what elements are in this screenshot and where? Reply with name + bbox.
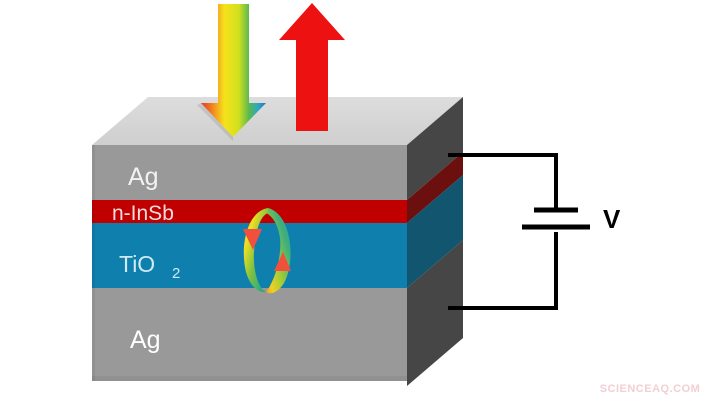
incident-light-arrow-shadow	[197, 103, 233, 141]
voltage-label: V	[603, 204, 621, 234]
emitted-light-arrow-shape	[279, 3, 345, 131]
slab-top-face	[92, 97, 463, 145]
layer-label-n-insb: n-InSb	[112, 202, 174, 225]
slab-bottom-edge-shade	[92, 376, 407, 381]
slab-left-edge-shade	[92, 145, 95, 381]
front-face-bottom-ag	[92, 288, 407, 381]
side-face-tio2	[407, 175, 463, 288]
side-face-n-insb	[407, 152, 463, 223]
layer-label-tio2-group: TiO 2	[119, 251, 180, 282]
dc-voltage-source	[522, 207, 590, 230]
watermark: SCIENCEAQ.COM	[600, 383, 701, 395]
resonant-mode-loop	[243, 208, 291, 294]
side-face-bottom-ag	[407, 240, 463, 386]
loop-arrowhead-down	[243, 229, 262, 250]
front-face-n-insb	[92, 200, 407, 223]
emitted-light-arrow	[279, 3, 345, 131]
external-circuit: V	[448, 153, 621, 310]
side-face-top-ag	[407, 97, 463, 200]
incident-light-arrow	[197, 4, 266, 141]
layer-labels: Ag n-InSb TiO 2 Ag	[112, 163, 180, 354]
loop-arrowhead-up	[274, 252, 291, 271]
layer-label-top-ag: Ag	[128, 163, 159, 191]
wire-bottom	[448, 232, 558, 310]
layer-label-tio2: TiO	[119, 251, 155, 277]
layer-label-tio2-subscript: 2	[172, 265, 180, 282]
layer-label-bottom-ag: Ag	[130, 326, 161, 354]
front-face-top-ag	[92, 145, 407, 200]
wire-top	[448, 153, 558, 208]
incident-light-arrow-shape	[201, 4, 266, 137]
loop-right-arc	[264, 208, 291, 294]
